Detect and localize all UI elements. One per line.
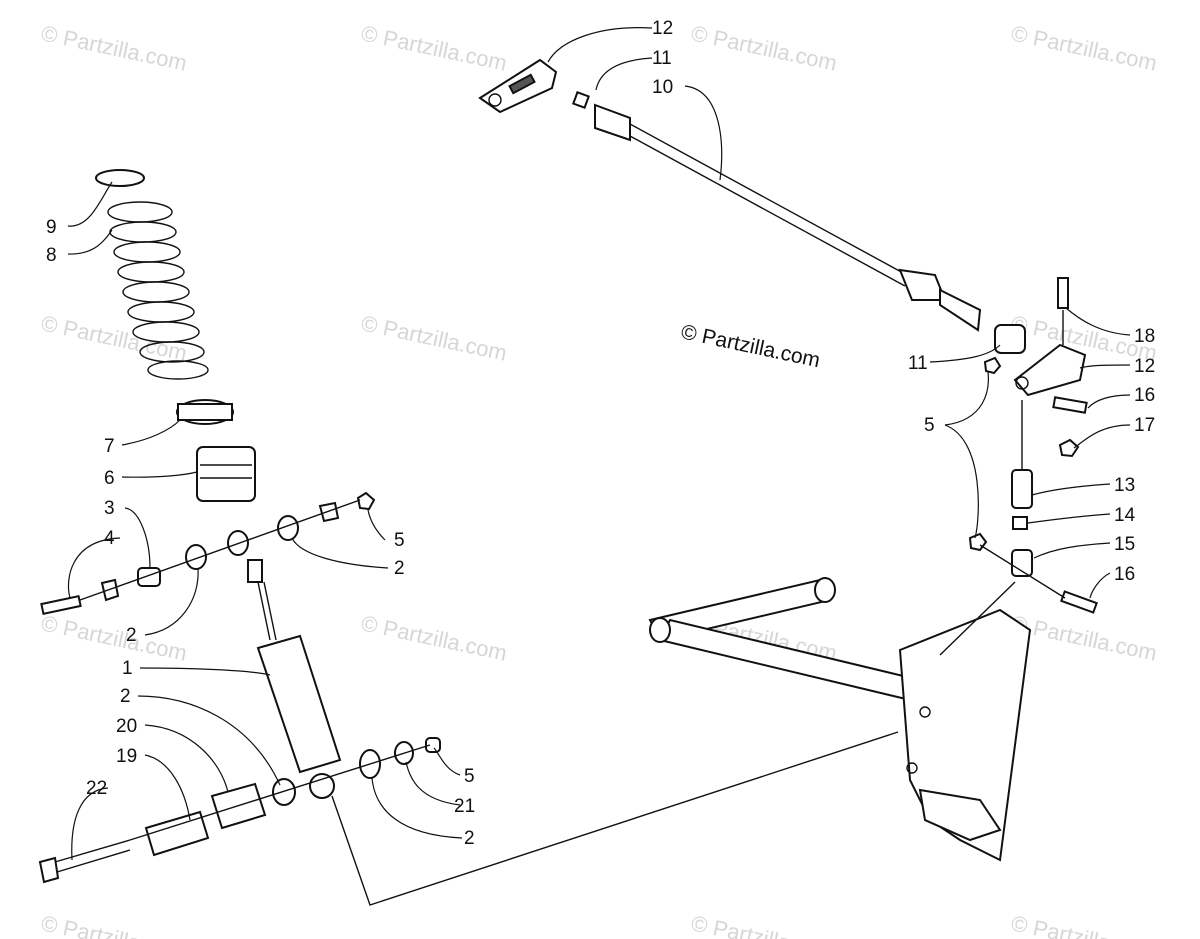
watermark: © Partzilla.com [39,610,189,665]
callout-5: 5 [924,415,935,436]
watermark: © Partzilla.com [359,20,509,75]
watermark: © Partzilla.com [1009,910,1159,939]
callout-16: 16 [1134,385,1155,406]
callout-16: 16 [1114,564,1135,585]
callout-21: 21 [454,796,475,817]
callout-20: 20 [116,716,137,737]
callout-2: 2 [126,625,137,646]
callout-15: 15 [1114,534,1135,555]
callout-4: 4 [104,528,115,549]
watermark: © Partzilla.com [39,20,189,75]
callout-7: 7 [104,436,115,457]
watermark: © Partzilla.com [689,20,839,75]
callout-10: 10 [652,77,673,98]
callout-2: 2 [394,558,405,579]
rod-assembly [478,58,1098,614]
callout-13: 13 [1114,475,1135,496]
copyright-label: © Partzilla.com [679,320,822,372]
callout-1: 1 [122,658,133,679]
callout-3: 3 [104,498,115,519]
watermark: © Partzilla.com [689,910,839,939]
callout-2: 2 [464,828,475,849]
callout-9: 9 [46,217,57,238]
callout-5: 5 [464,766,475,787]
watermark: © Partzilla.com [359,610,509,665]
callout-labels: 12 11 10 9 8 7 6 3 4 5 2 2 1 2 20 19 22 … [46,18,1155,849]
callout-11: 11 [908,353,928,374]
callout-19: 19 [116,746,137,767]
watermark: © Partzilla.com [359,310,509,365]
watermark: © Partzilla.com [1009,20,1159,75]
watermark: © Partzilla.com [1009,610,1159,665]
leader-lines [67,27,1131,861]
callout-8: 8 [46,245,57,266]
callout-12: 12 [652,18,673,39]
callout-18: 18 [1134,326,1155,347]
callout-14: 14 [1114,505,1136,526]
callout-6: 6 [104,468,115,489]
callout-11: 11 [652,48,672,69]
callout-2: 2 [120,686,131,707]
watermark: © Partzilla.com [39,310,189,365]
callout-5: 5 [394,530,405,551]
callout-17: 17 [1134,415,1155,436]
callout-12: 12 [1134,356,1155,377]
watermark: © Partzilla.com [39,910,189,939]
callout-22: 22 [86,778,107,799]
swing-arm [648,577,1032,862]
shock-assembly [38,169,899,906]
